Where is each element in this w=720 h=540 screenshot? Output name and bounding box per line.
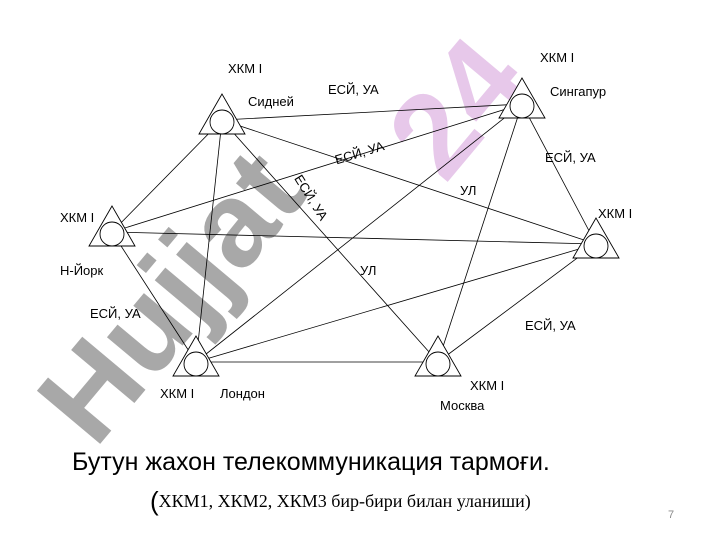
edge-label-ul-upper: УЛ: [460, 183, 477, 198]
node-sydney-icon: [198, 93, 246, 135]
connection-lines: [111, 103, 597, 363]
node-london-icon: [172, 335, 220, 377]
link-moscow-right: [437, 243, 597, 363]
link-sydney-singapore: [221, 103, 523, 121]
slide-title: Бутун жахон телекоммуникация тармоғи.: [72, 448, 550, 476]
subtitle-open-paren: (: [150, 486, 159, 516]
node-london-level: ХКМ I: [160, 386, 195, 401]
link-singapore-newyork: [111, 103, 523, 233]
node-singapore-city: Сингапур: [550, 84, 607, 99]
subtitle-text: ХКМ1, ХКМ2, ХКМ3 бир-бири билан уланиши): [158, 491, 531, 511]
link-sydney-moscow: [221, 119, 439, 363]
edge-label-singapore-right: ЕСЙ, УА: [545, 150, 596, 165]
edge-label-ul-middle: УЛ: [360, 263, 377, 278]
link-newyork-london: [111, 231, 197, 363]
link-singapore-right: [521, 103, 597, 245]
page-number: 7: [668, 509, 675, 521]
node-sydney-city: Сидней: [248, 94, 294, 109]
node-right-level: ХКМ I: [598, 206, 633, 221]
edge-label-right-moscow: ЕСЙ, УА: [525, 318, 576, 333]
link-singapore-moscow: [437, 103, 523, 363]
node-moscow-city: Москва: [440, 398, 485, 413]
node-london-city: Лондон: [220, 386, 265, 401]
node-moscow-level: ХКМ I: [470, 378, 505, 393]
node-newyork-icon: [88, 205, 136, 247]
node-moscow-icon: [414, 335, 462, 377]
node-newyork-level: ХКМ I: [60, 210, 95, 225]
link-newyork-right: [111, 231, 597, 245]
link-singapore-london: [195, 103, 523, 363]
node-singapore-level: ХКМ I: [540, 50, 575, 65]
link-sydney-newyork: [111, 119, 223, 233]
link-london-right: [195, 243, 597, 363]
node-sydney-level: ХКМ I: [228, 61, 263, 76]
edge-label-newyork-london: ЕСЙ, УА: [90, 306, 141, 321]
node-newyork-city: Н-Йорк: [60, 263, 104, 278]
link-sydney-london: [195, 119, 223, 363]
slide-subtitle: (ХКМ1, ХКМ2, ХКМ3 бир-бири билан уланиши…: [150, 486, 531, 517]
node-right-icon: [572, 217, 620, 259]
edge-label-sydney-singapore: ЕСЙ, УА: [328, 82, 379, 97]
node-singapore-icon: [498, 77, 546, 119]
link-sydney-right: [221, 119, 597, 245]
